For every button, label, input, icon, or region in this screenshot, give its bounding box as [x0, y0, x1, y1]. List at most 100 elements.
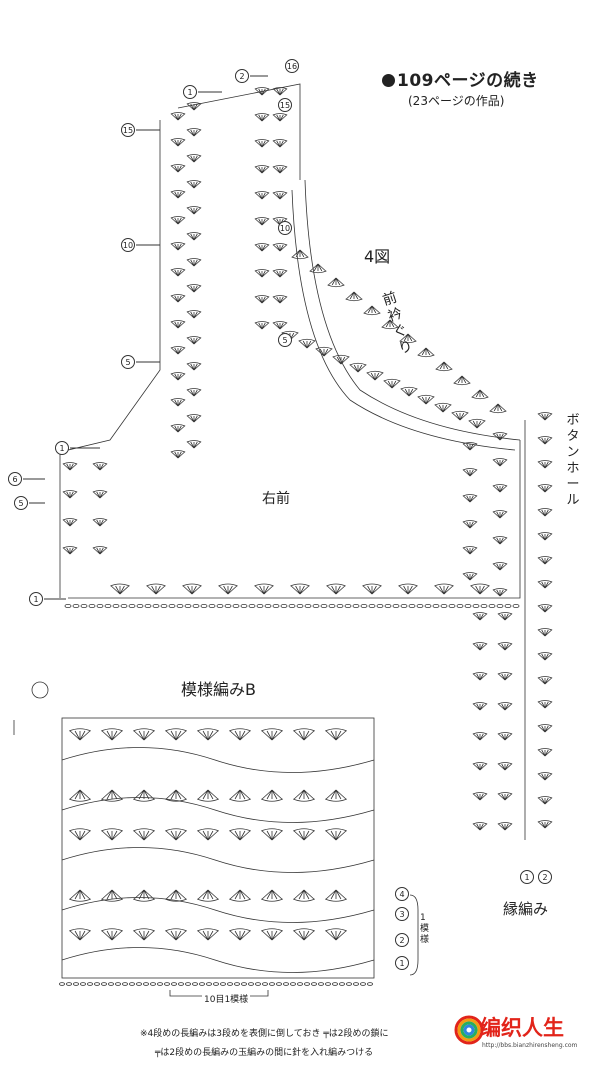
- stitch: [187, 181, 195, 189]
- stitch: [190, 181, 195, 189]
- stitch: [79, 789, 91, 800]
- stitch-arc: [472, 612, 488, 615]
- stitch: [171, 269, 179, 277]
- stitch-arc: [170, 216, 186, 219]
- stitch-arc: [165, 798, 187, 802]
- pattern-wave: [61, 947, 375, 973]
- stitch: [273, 218, 281, 226]
- stitch: [74, 830, 81, 841]
- stitch: [261, 322, 269, 330]
- stitch: [229, 789, 241, 800]
- stitch: [271, 889, 278, 900]
- stitch: [303, 789, 315, 800]
- stitch: [258, 114, 263, 122]
- stitch: [133, 830, 145, 841]
- stitch: [273, 88, 281, 96]
- chain-stitch: [256, 604, 264, 609]
- stitch: [443, 585, 449, 595]
- chain-stitch: [248, 604, 256, 609]
- stitch-arc: [170, 112, 186, 115]
- collar-row-number: 16: [287, 62, 297, 71]
- left-row-number-circle: [121, 355, 135, 369]
- stitch-arc: [170, 320, 186, 323]
- stitch: [325, 930, 337, 941]
- chain-stitch: [122, 982, 129, 986]
- stitch: [261, 114, 269, 122]
- stitch: [255, 296, 263, 304]
- stitch: [538, 749, 546, 757]
- stitch: [155, 585, 166, 595]
- chain-stitch: [128, 604, 136, 609]
- stitch: [193, 415, 201, 423]
- stitch-arc: [261, 898, 283, 902]
- chain-stitch: [312, 604, 320, 609]
- chain-stitch: [144, 604, 152, 609]
- stitch: [101, 930, 113, 941]
- chain-stitch: [112, 604, 120, 609]
- chain-stitch: [280, 604, 288, 609]
- stitch: [493, 537, 501, 545]
- stitch-arc: [417, 394, 435, 398]
- stitch: [493, 589, 501, 597]
- stitch: [499, 459, 507, 467]
- stitch-arc: [462, 442, 478, 445]
- stitch-arc: [101, 798, 123, 802]
- stitch: [106, 930, 113, 941]
- stitch: [498, 793, 506, 801]
- stitch-arc: [261, 728, 283, 732]
- stitch: [479, 585, 490, 595]
- stitch: [499, 433, 507, 441]
- stitch-arc: [186, 206, 202, 209]
- stitch-arc: [254, 139, 270, 142]
- stitch: [99, 519, 107, 527]
- stitch: [190, 233, 195, 241]
- stitch-arc: [186, 336, 202, 339]
- stitch-arc: [92, 518, 108, 521]
- stitch: [171, 191, 179, 199]
- stitch: [239, 830, 246, 841]
- stitch: [538, 509, 546, 517]
- stitch: [425, 347, 434, 356]
- stitch-arc: [537, 796, 553, 799]
- stitch: [362, 585, 373, 595]
- stitch-arc: [492, 562, 508, 565]
- chain-stitch: [73, 982, 80, 986]
- stitch: [234, 930, 241, 941]
- stitch: [335, 830, 342, 841]
- pattern-row-number-circle: [395, 887, 409, 901]
- stitch: [111, 889, 123, 900]
- stitch: [259, 585, 265, 595]
- stitch: [271, 830, 278, 841]
- stitch: [143, 730, 155, 741]
- stitch: [504, 673, 512, 681]
- stitch-arc: [363, 312, 381, 316]
- stitch-arc: [293, 898, 315, 902]
- buttonhole-label: ボタンホール: [566, 413, 580, 508]
- stitch: [425, 347, 431, 356]
- stitch: [541, 437, 546, 445]
- stitch: [473, 823, 481, 831]
- pattern-row-number: 2: [399, 936, 404, 945]
- stitch: [490, 403, 499, 412]
- stitch: [187, 415, 195, 423]
- stitch: [273, 140, 281, 148]
- stitch: [303, 830, 310, 841]
- stitch: [273, 322, 281, 330]
- stitch: [255, 322, 263, 330]
- stitch: [266, 930, 273, 941]
- stitch: [279, 322, 287, 330]
- stitch: [146, 585, 157, 595]
- stitch: [479, 763, 487, 771]
- left-row-number: 10: [123, 241, 133, 250]
- stitch: [187, 389, 195, 397]
- stitch: [303, 830, 315, 841]
- stitch-arc: [170, 268, 186, 271]
- chain-stitch: [488, 604, 496, 609]
- stitch: [96, 463, 101, 471]
- stitch-arc: [229, 798, 251, 802]
- chain-stitch: [136, 604, 144, 609]
- stitch: [298, 830, 305, 841]
- stitch: [501, 763, 506, 771]
- chain-stitch: [261, 982, 268, 986]
- stitch: [79, 889, 86, 900]
